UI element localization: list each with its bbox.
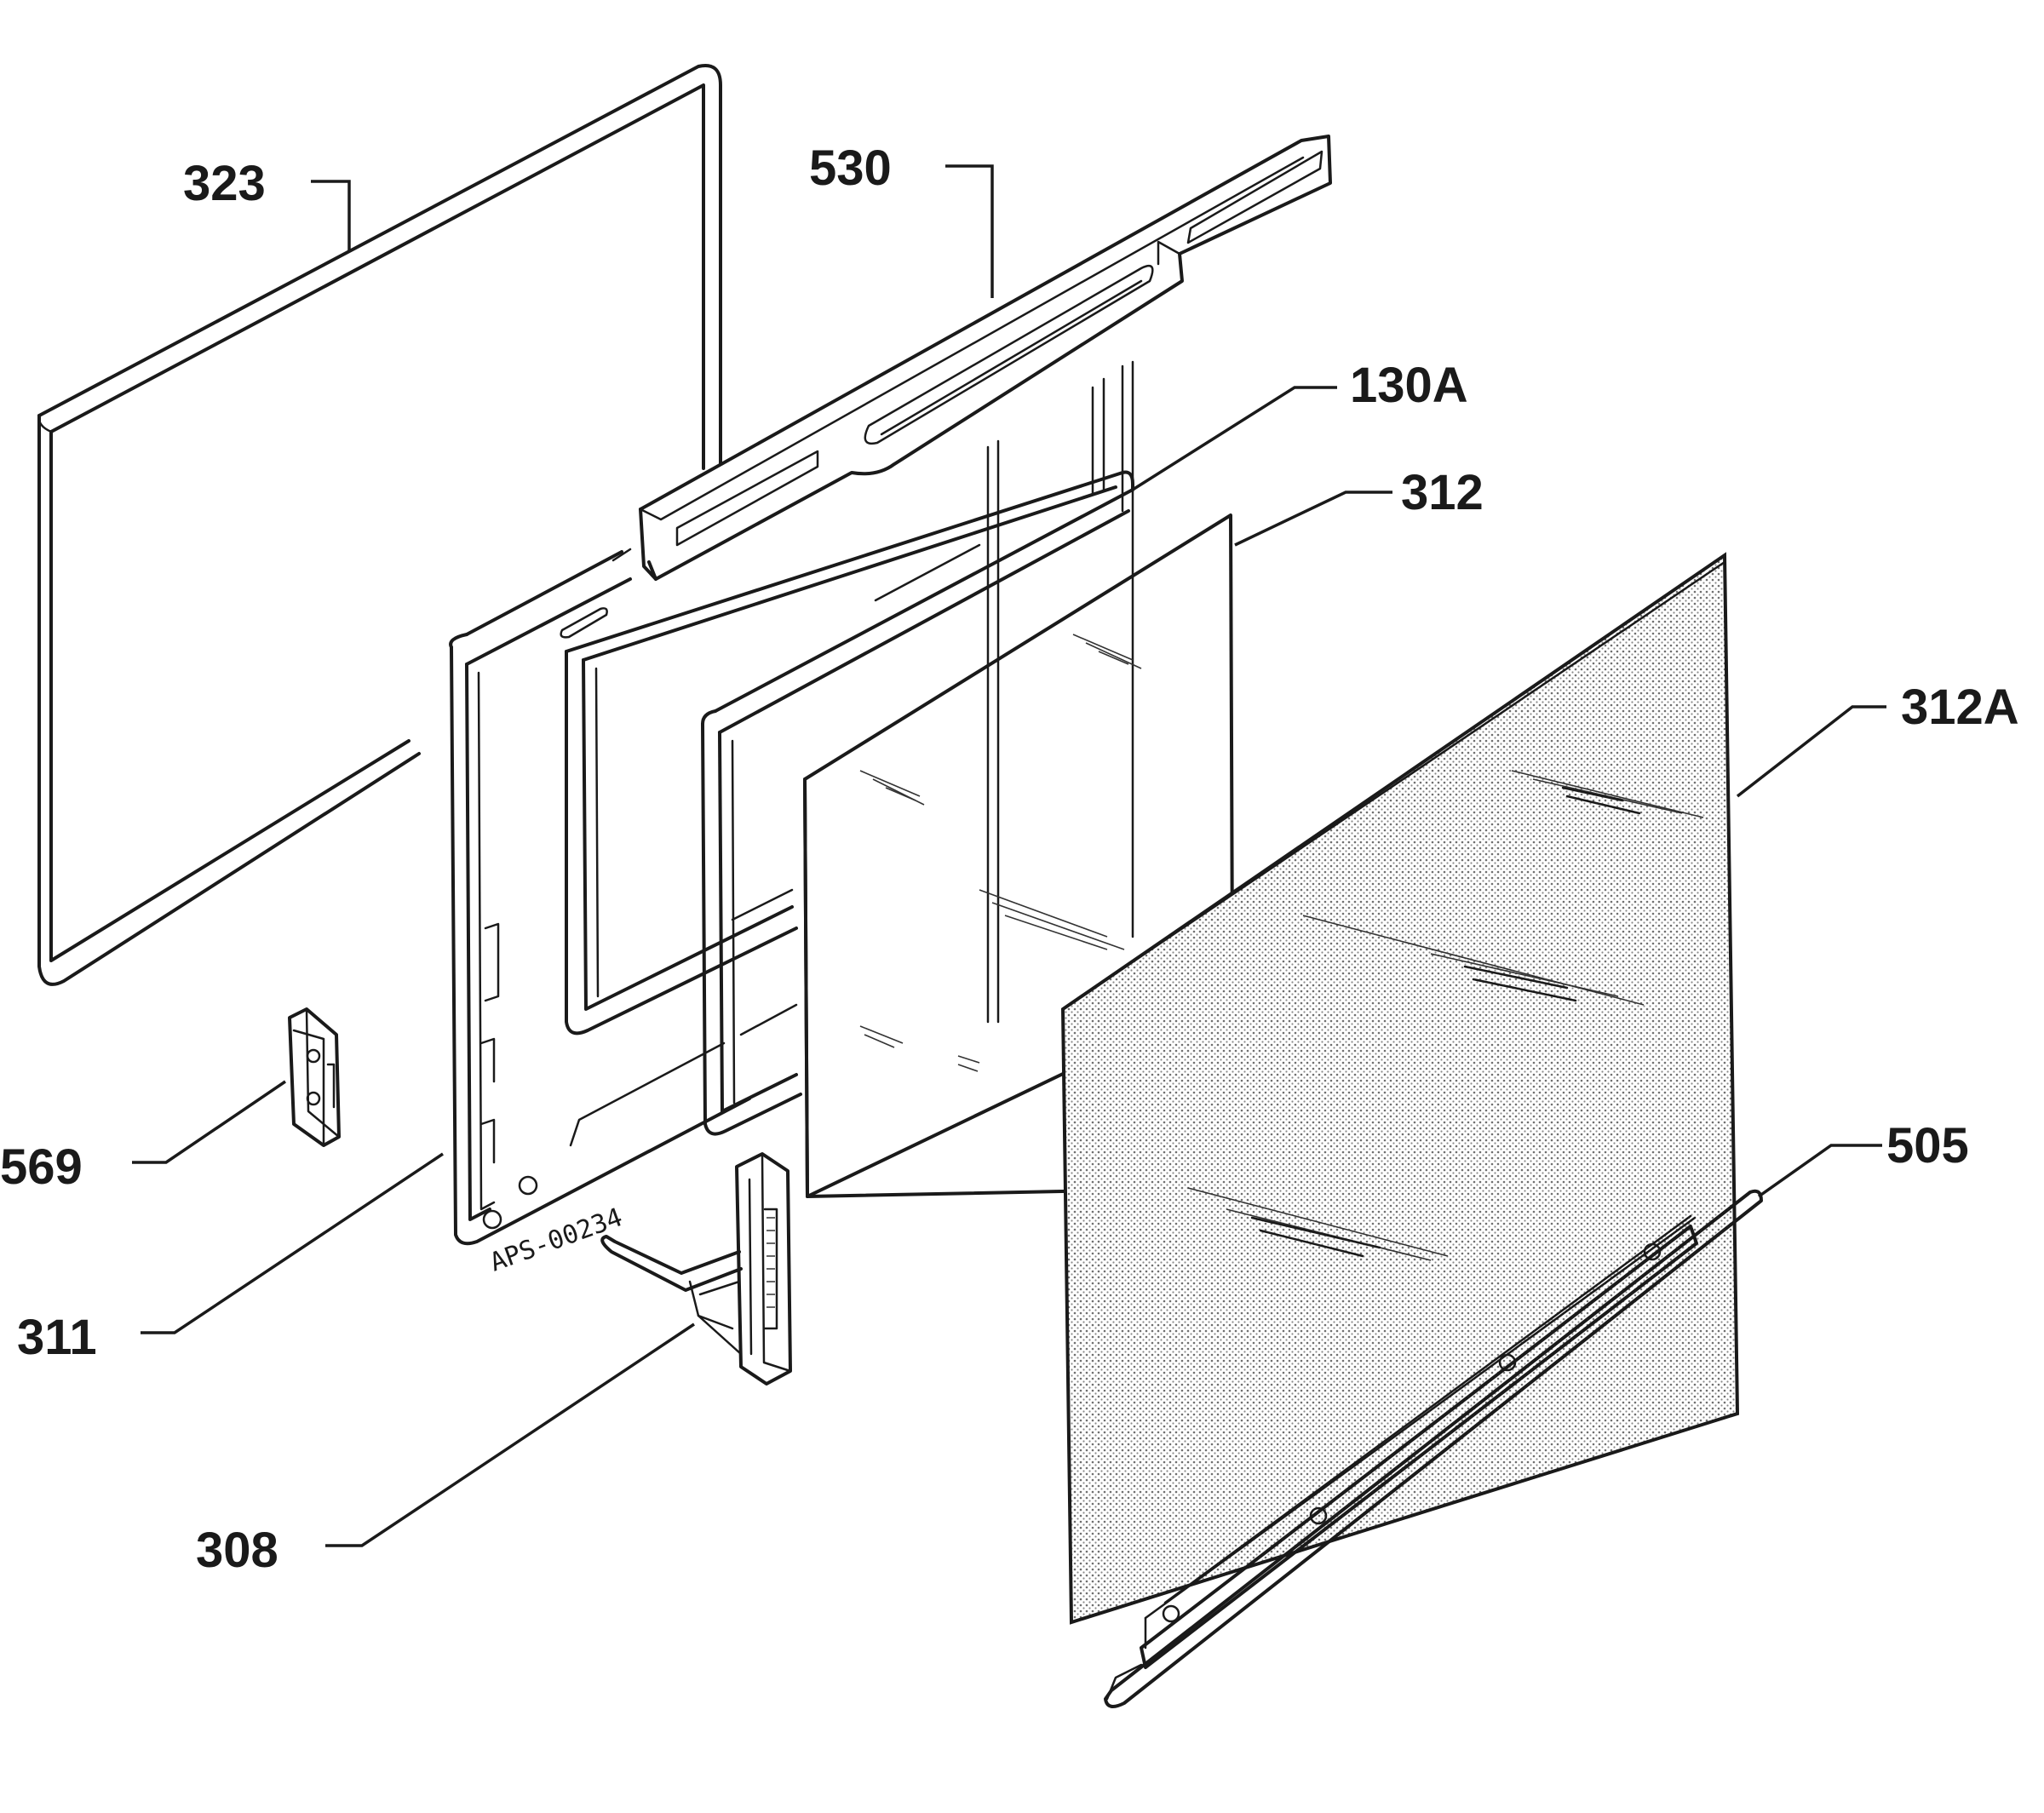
part-311-inner-frame <box>449 548 751 1246</box>
part-312-frame-outline <box>701 488 1134 1136</box>
label-323: 323 <box>183 156 266 211</box>
part-312a-tinted-glass <box>1060 552 1740 1625</box>
label-130a: 130A <box>1350 358 1468 413</box>
callout-labels: 323 530 130A 312 312A 569 505 311 308 <box>0 141 2019 1578</box>
part-308-hinge <box>600 1152 792 1386</box>
label-311: 311 <box>17 1310 97 1365</box>
part-569-bracket <box>288 1007 341 1147</box>
label-505: 505 <box>1886 1118 1969 1173</box>
vertical-guide-rails <box>986 360 1134 1024</box>
drawing-code: APS-00234 <box>486 1202 627 1277</box>
label-312a: 312A <box>1901 680 2019 735</box>
part-505-bottom-strip <box>1104 1189 1763 1708</box>
label-530: 530 <box>809 141 892 196</box>
part-530-top-rail <box>639 135 1332 581</box>
part-130a-glass-frame <box>565 470 1134 1036</box>
part-323-gasket-frame <box>37 64 722 986</box>
leader-lines <box>132 164 1886 1547</box>
label-569: 569 <box>0 1139 83 1195</box>
label-308: 308 <box>196 1523 278 1578</box>
label-312: 312 <box>1401 465 1484 520</box>
